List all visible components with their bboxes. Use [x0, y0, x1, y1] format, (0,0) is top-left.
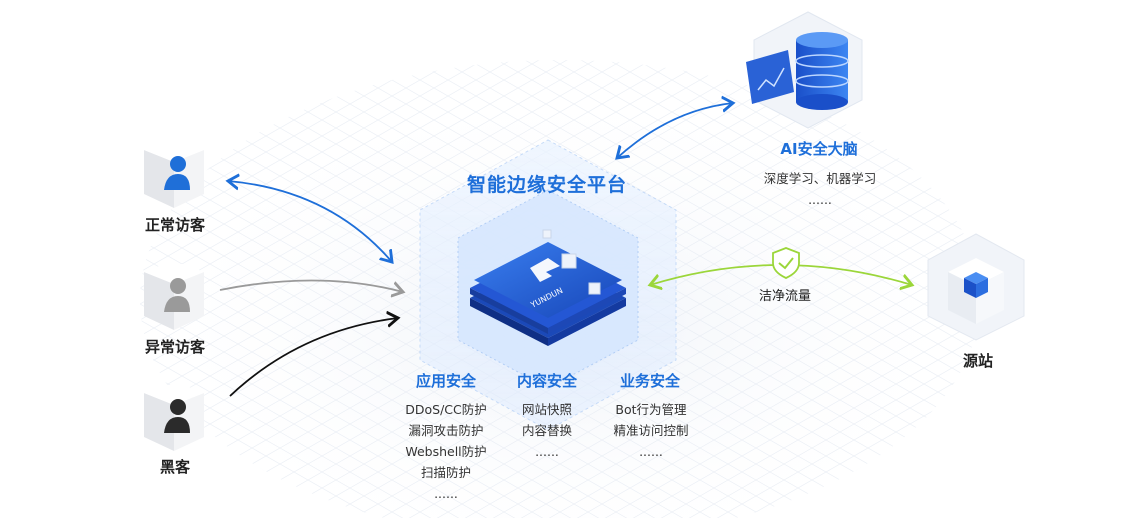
module-item: 扫描防护 [420, 465, 472, 480]
module-item: 内容替换 [521, 423, 573, 438]
abnormal-visitor-label: 异常访客 [144, 338, 206, 356]
origin-label: 源站 [962, 352, 994, 370]
ai-brain-icon [746, 11, 863, 129]
module-item: Webshell防护 [405, 444, 487, 459]
module-item: ...... [535, 444, 559, 459]
hacker-icon [144, 385, 204, 451]
module-title: 应用安全 [415, 372, 477, 390]
module-title: 业务安全 [619, 372, 681, 390]
abnormal-visitor-icon [144, 264, 204, 330]
shield-icon [772, 247, 800, 279]
normal-visitor-arrow [228, 181, 392, 262]
clean-traffic-label: 洁净流量 [758, 289, 812, 304]
module-item: Bot行为管理 [615, 402, 687, 417]
database-icon [795, 32, 849, 110]
chart-panel-icon [746, 50, 794, 104]
ai-item: 深度学习、机器学习 [763, 171, 877, 186]
hacker-arrow [229, 318, 398, 397]
module-item: 网站快照 [521, 402, 573, 417]
module-items: 网站快照 内容替换 ...... [522, 399, 572, 462]
module-item: DDoS/CC防护 [405, 402, 487, 417]
ai-item: ...... [808, 192, 832, 207]
module-items: Bot行为管理 精准访问控制 ...... [613, 399, 688, 462]
abnormal-visitor-arrow [219, 279, 403, 292]
normal-visitor-label: 正常访客 [144, 216, 206, 234]
module-item: 精准访问控制 [613, 423, 689, 438]
module-items: DDoS/CC防护 漏洞攻击防护 Webshell防护 扫描防护 ...... [405, 399, 487, 504]
module-item: ...... [639, 444, 663, 459]
normal-visitor-icon [144, 142, 204, 208]
module-item: 漏洞攻击防护 [408, 423, 484, 438]
origin-server-icon [927, 233, 1025, 341]
ai-brain-items: 深度学习、机器学习 ...... [764, 168, 877, 210]
hacker-label: 黑客 [159, 458, 191, 476]
platform-title: 智能边缘安全平台 [466, 174, 628, 196]
module-title: 内容安全 [516, 372, 578, 390]
ai-brain-arrow [617, 103, 733, 158]
chip-icon [470, 229, 626, 346]
ai-brain-title: AI安全大脑 [780, 140, 858, 158]
module-item: ...... [434, 486, 458, 501]
